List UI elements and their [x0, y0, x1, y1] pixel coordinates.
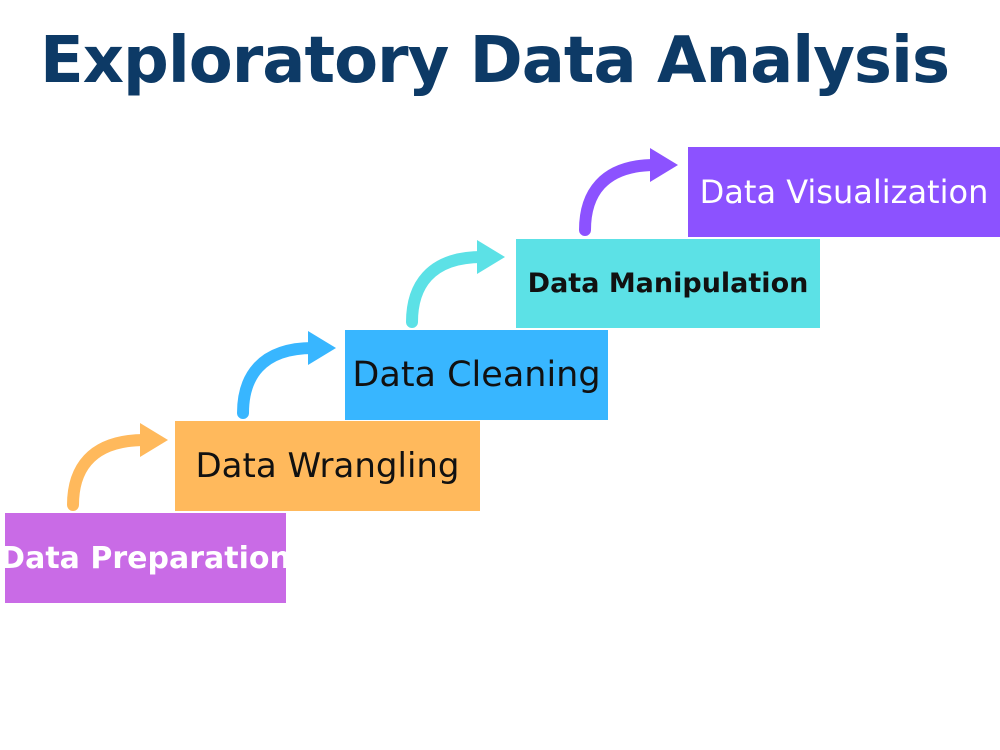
step-data-cleaning: Data Cleaning: [345, 330, 608, 420]
curved-arrow-icon: [579, 148, 678, 236]
step-label: Data Manipulation: [527, 268, 809, 299]
step-label: Data Preparation: [5, 540, 286, 576]
step-data-preparation: Data Preparation: [5, 513, 286, 603]
step-label: Data Cleaning: [352, 355, 601, 395]
page-title: Exploratory Data Analysis: [40, 24, 950, 98]
step-label: Data Visualization: [699, 173, 989, 211]
step-data-visualization: Data Visualization: [688, 147, 1000, 237]
step-data-wrangling: Data Wrangling: [175, 421, 480, 511]
curved-arrow-icon: [67, 423, 168, 511]
curved-arrow-icon: [406, 240, 505, 328]
step-data-manipulation: Data Manipulation: [516, 239, 820, 328]
step-label: Data Wrangling: [195, 446, 460, 486]
curved-arrow-icon: [237, 331, 336, 419]
